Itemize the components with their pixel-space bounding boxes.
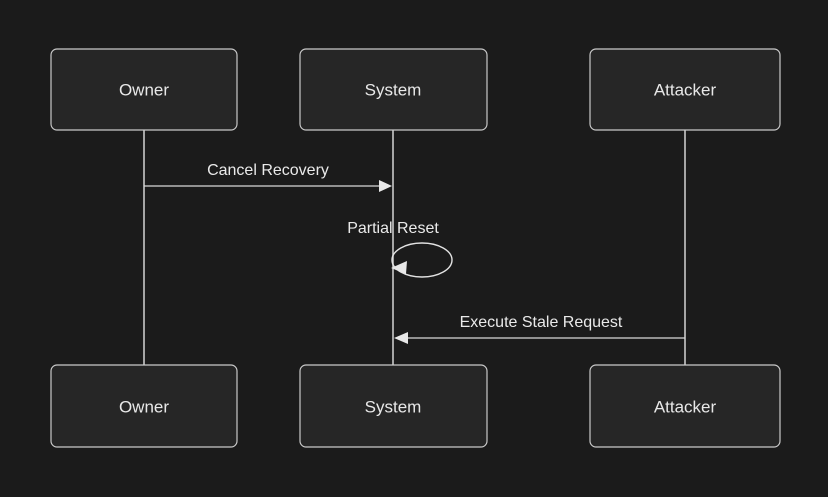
participant-box-attacker-bottom[interactable] (589, 364, 781, 448)
message-label-partial-reset: Partial Reset (347, 220, 439, 237)
participant-footer-system[interactable]: System (299, 364, 488, 448)
message-label-execute-stale-request: Execute Stale Request (460, 314, 623, 331)
participant-box-system-bottom[interactable] (299, 364, 488, 448)
arrow-head-cancel-recovery (379, 180, 392, 192)
message-execute-stale-request[interactable]: Execute Stale Request (394, 314, 685, 344)
arrow-head-execute-stale-request (394, 332, 408, 344)
participant-header-system[interactable]: System (299, 48, 488, 131)
participant-header-owner[interactable]: Owner (50, 48, 238, 131)
lifelines-group (143, 130, 686, 366)
self-loop-ellipse-partial-reset (391, 242, 453, 278)
participant-footer-owner[interactable]: Owner (50, 364, 238, 448)
participant-label-owner-top: Owner (119, 80, 169, 99)
participant-label-system-bottom: System (365, 397, 422, 416)
participant-footer-attacker[interactable]: Attacker (589, 364, 781, 448)
participant-label-attacker-bottom: Attacker (654, 397, 717, 416)
message-partial-reset[interactable]: Partial Reset (347, 220, 453, 278)
message-cancel-recovery[interactable]: Cancel Recovery (144, 162, 392, 192)
participant-box-system-top[interactable] (299, 48, 488, 131)
participant-header-attacker[interactable]: Attacker (589, 48, 781, 131)
participant-box-owner-top[interactable] (50, 48, 238, 131)
arrow-head-partial-reset (391, 261, 407, 274)
message-label-cancel-recovery: Cancel Recovery (207, 162, 329, 179)
participant-label-attacker-top: Attacker (654, 80, 717, 99)
participant-box-attacker-top[interactable] (589, 48, 781, 131)
participant-box-owner-bottom[interactable] (50, 364, 238, 448)
participant-label-owner-bottom: Owner (119, 397, 169, 416)
participant-label-system-top: System (365, 80, 422, 99)
